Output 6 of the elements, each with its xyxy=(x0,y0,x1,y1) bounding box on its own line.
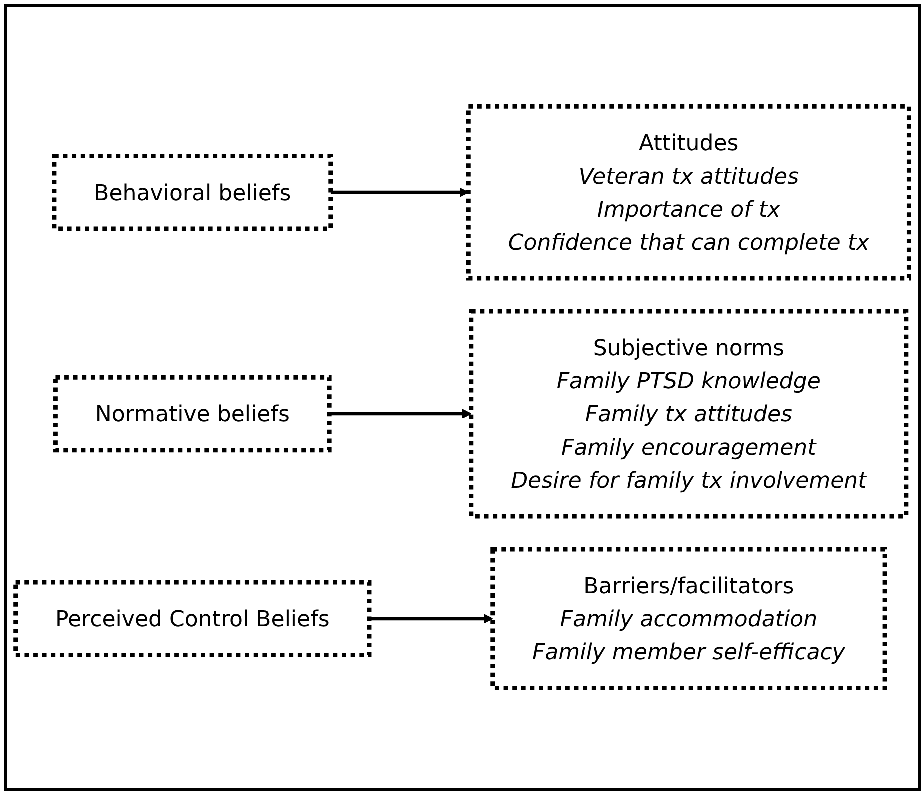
node-box xyxy=(54,375,332,453)
node-box xyxy=(52,154,334,232)
node-box xyxy=(14,580,372,658)
node-box xyxy=(466,104,912,281)
node-box xyxy=(490,547,888,691)
node-box xyxy=(469,309,909,519)
